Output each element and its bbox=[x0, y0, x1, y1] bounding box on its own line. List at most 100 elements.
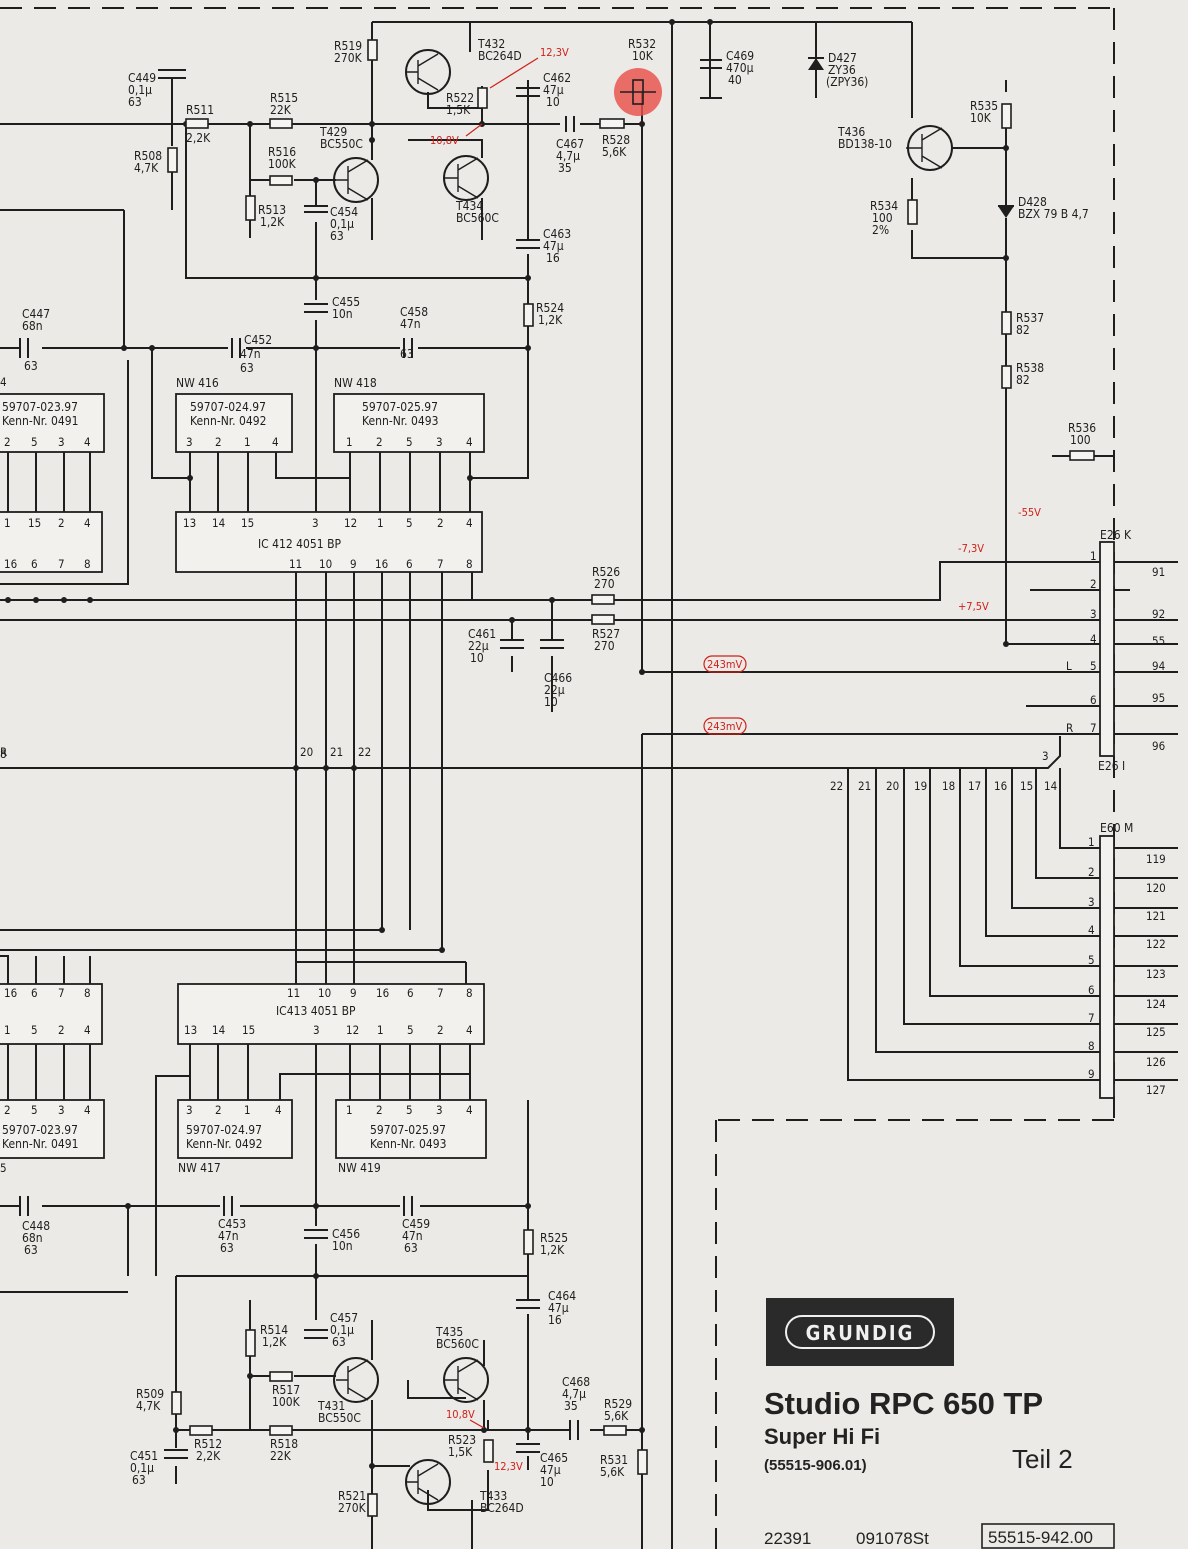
svg-text:3: 3 bbox=[436, 1103, 443, 1117]
pin-numbers: 13 14 15 3 12 1 5 2 4 11 10 9 16 6 7 8 1… bbox=[0, 375, 473, 1175]
svg-text:5: 5 bbox=[1088, 953, 1095, 967]
svg-text:E26 K: E26 K bbox=[1100, 528, 1132, 542]
svg-text:12,3V: 12,3V bbox=[540, 46, 569, 59]
svg-text:4: 4 bbox=[1090, 632, 1097, 646]
grundig-logo bbox=[766, 1298, 954, 1366]
svg-text:17: 17 bbox=[968, 779, 981, 793]
svg-text:12,3V: 12,3V bbox=[494, 1460, 523, 1473]
svg-text:243mV: 243mV bbox=[707, 658, 743, 671]
svg-text:4: 4 bbox=[84, 516, 91, 530]
svg-text:15: 15 bbox=[1020, 779, 1033, 793]
svg-text:15: 15 bbox=[241, 516, 254, 530]
svg-text:9: 9 bbox=[350, 986, 357, 1000]
svg-text:1: 1 bbox=[377, 1023, 384, 1037]
svg-text:2: 2 bbox=[58, 516, 65, 530]
zener-d428 bbox=[998, 205, 1014, 218]
svg-text:7: 7 bbox=[1088, 1011, 1095, 1025]
svg-text:5: 5 bbox=[0, 1161, 7, 1175]
svg-text:2: 2 bbox=[376, 1103, 383, 1117]
ic-left-lower bbox=[0, 983, 103, 1045]
svg-text:9: 9 bbox=[1088, 1067, 1095, 1081]
svg-text:3: 3 bbox=[313, 1023, 320, 1037]
ic412: IC 412 4051 BP bbox=[175, 511, 483, 573]
svg-text:L: L bbox=[1066, 659, 1072, 673]
svg-text:11: 11 bbox=[287, 986, 300, 1000]
svg-text:15: 15 bbox=[28, 516, 41, 530]
svg-text:5: 5 bbox=[406, 435, 413, 449]
connector-e60: E60 M 1 2 3 4 5 6 7 8 9 119 120 121 122 … bbox=[1088, 821, 1178, 1099]
svg-text:10: 10 bbox=[318, 986, 331, 1000]
svg-text:5: 5 bbox=[1090, 659, 1097, 673]
connector-e26: E26 K E26 I 1 2 3 4 5 6 7 L R 91 92 55 9… bbox=[1066, 528, 1178, 773]
svg-text:1: 1 bbox=[1090, 549, 1097, 563]
footer-doc-number: 55515-942.00 bbox=[988, 1528, 1093, 1547]
svg-text:91: 91 bbox=[1152, 565, 1165, 579]
svg-text:Kenn-Nr. 0491: Kenn-Nr. 0491 bbox=[2, 414, 78, 428]
svg-text:59707-023.97: 59707-023.97 bbox=[2, 1123, 78, 1137]
nw419: 59707-025.97 Kenn-Nr. 0493 NW 419 bbox=[335, 1099, 487, 1175]
svg-text:1: 1 bbox=[244, 435, 251, 449]
svg-text:121: 121 bbox=[1146, 909, 1166, 923]
svg-text:119: 119 bbox=[1146, 852, 1166, 866]
svg-text:2: 2 bbox=[4, 435, 11, 449]
svg-text:59707-024.97: 59707-024.97 bbox=[190, 400, 266, 414]
svg-text:1: 1 bbox=[346, 1103, 353, 1117]
svg-text:10,8V: 10,8V bbox=[430, 134, 459, 147]
nw-left-upper: 59707-023.97 Kenn-Nr. 0491 bbox=[0, 393, 105, 453]
svg-text:4: 4 bbox=[466, 1103, 473, 1117]
svg-text:243mV: 243mV bbox=[707, 720, 743, 733]
svg-text:21: 21 bbox=[330, 745, 343, 759]
svg-text:6: 6 bbox=[31, 557, 38, 571]
svg-text:8: 8 bbox=[1088, 1039, 1095, 1053]
svg-text:Kenn-Nr. 0492: Kenn-Nr. 0492 bbox=[190, 414, 266, 428]
svg-text:15: 15 bbox=[242, 1023, 255, 1037]
svg-text:E60 M: E60 M bbox=[1100, 821, 1133, 835]
svg-text:3: 3 bbox=[58, 1103, 65, 1117]
svg-text:59707-025.97: 59707-025.97 bbox=[370, 1123, 446, 1137]
svg-text:2: 2 bbox=[215, 435, 222, 449]
svg-text:NW 417: NW 417 bbox=[178, 1161, 221, 1175]
svg-text:E26 I: E26 I bbox=[1098, 759, 1125, 773]
svg-text:NW 416: NW 416 bbox=[176, 376, 219, 390]
svg-text:8: 8 bbox=[466, 986, 473, 1000]
svg-text:7: 7 bbox=[1090, 721, 1097, 735]
svg-text:59707-025.97: 59707-025.97 bbox=[362, 400, 438, 414]
svg-text:IC413 4051 BP: IC413 4051 BP bbox=[276, 1004, 356, 1018]
svg-text:21: 21 bbox=[858, 779, 871, 793]
svg-text:4: 4 bbox=[466, 1023, 473, 1037]
svg-text:4: 4 bbox=[466, 516, 473, 530]
svg-text:120: 120 bbox=[1146, 881, 1166, 895]
svg-text:1: 1 bbox=[4, 1023, 11, 1037]
svg-text:14: 14 bbox=[212, 1023, 225, 1037]
svg-text:7: 7 bbox=[58, 557, 65, 571]
svg-text:94: 94 bbox=[1152, 659, 1165, 673]
nw418: 59707-025.97 Kenn-Nr. 0493 NW 418 bbox=[333, 376, 485, 453]
svg-text:6: 6 bbox=[406, 557, 413, 571]
svg-text:20: 20 bbox=[886, 779, 899, 793]
svg-text:59707-024.97: 59707-024.97 bbox=[186, 1123, 262, 1137]
svg-text:5: 5 bbox=[407, 1023, 414, 1037]
svg-text:8: 8 bbox=[466, 557, 473, 571]
